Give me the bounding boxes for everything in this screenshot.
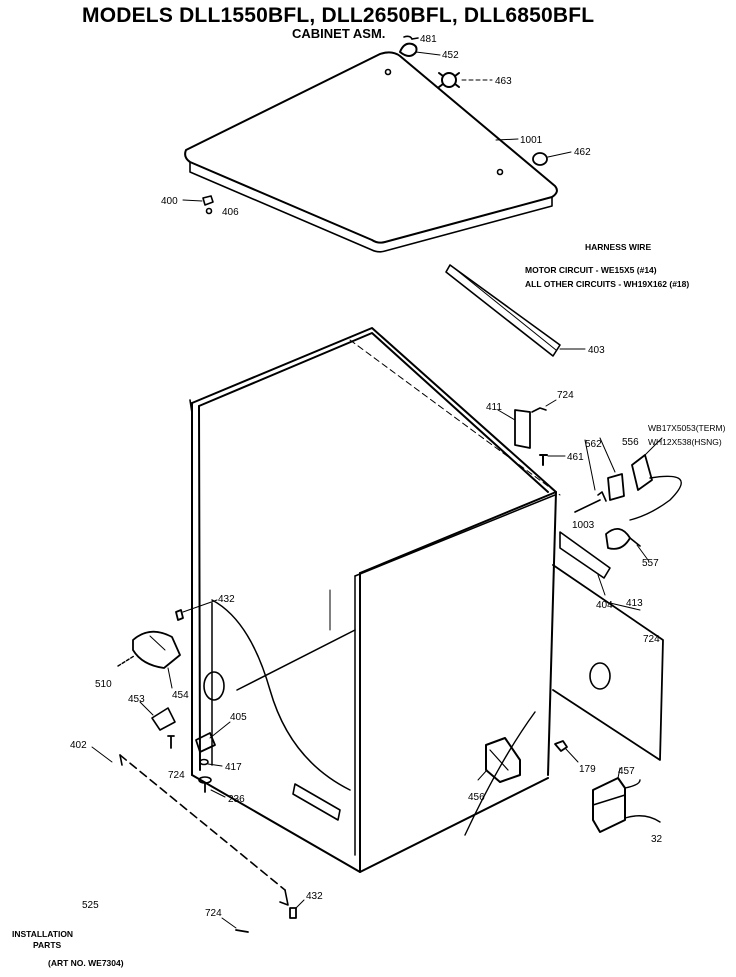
knob-463 xyxy=(438,72,493,88)
screw-724-bottom xyxy=(221,917,249,933)
label-402: 402 xyxy=(70,740,87,751)
label-1001: 1001 xyxy=(520,135,543,146)
bracket-405 xyxy=(195,721,231,753)
leader-1001 xyxy=(495,138,519,141)
screw-510 xyxy=(117,655,135,667)
label-453: 453 xyxy=(128,694,145,705)
label-406: 406 xyxy=(222,207,239,218)
label-724-right: 724 xyxy=(643,634,660,645)
label-403: 403 xyxy=(588,345,605,356)
installation-label: INSTALLATION xyxy=(12,929,74,939)
bracket-404 xyxy=(559,531,611,596)
label-32: 32 xyxy=(651,834,663,845)
label-457: 457 xyxy=(618,766,635,777)
hinge-452 xyxy=(399,42,441,57)
grommet-432-left xyxy=(175,599,218,621)
harness-other-circuits: ALL OTHER CIRCUITS - WH19X162 (#18) xyxy=(525,279,690,289)
plate-411 xyxy=(497,409,531,449)
label-236: 236 xyxy=(228,794,245,805)
label-481: 481 xyxy=(420,34,437,45)
housing-wb17x5053 xyxy=(629,437,682,521)
assembly-subtitle: CABINET ASM. xyxy=(292,26,386,41)
screw-724-top xyxy=(531,399,557,413)
label-510: 510 xyxy=(95,679,112,690)
label-556: 556 xyxy=(622,437,639,448)
screw-724-left xyxy=(167,735,175,749)
label-1003: 1003 xyxy=(572,520,595,531)
label-432-left: 432 xyxy=(218,594,235,605)
label-411: 411 xyxy=(486,402,502,413)
connector-562 xyxy=(574,439,607,513)
harness-motor-circuit: MOTOR CIRCUIT - WE15X5 (#14) xyxy=(525,265,657,275)
label-462: 462 xyxy=(574,147,591,158)
label-557: 557 xyxy=(642,558,659,569)
label-454: 454 xyxy=(172,690,189,701)
label-461: 461 xyxy=(567,452,584,463)
top-panel xyxy=(184,51,558,253)
label-724-bottom: 724 xyxy=(205,908,222,919)
cabinet-inner-panel xyxy=(211,494,556,856)
cabinet-front-slot xyxy=(292,783,341,821)
label-413: 413 xyxy=(626,598,643,609)
latch-453 xyxy=(139,701,176,731)
label-562: 562 xyxy=(585,439,602,450)
harness-heading: HARNESS WIRE xyxy=(585,242,652,252)
cabinet-base-curve xyxy=(464,711,536,836)
screw-461 xyxy=(539,454,566,466)
rear-edge-hidden xyxy=(349,339,561,496)
label-463: 463 xyxy=(495,76,512,87)
screw-400 xyxy=(182,195,214,215)
label-405: 405 xyxy=(230,712,247,723)
art-number: (ART NO. WE7304) xyxy=(48,958,124,968)
label-400: 400 xyxy=(161,196,178,207)
grommet-432-bottom xyxy=(289,899,305,919)
label-179: 179 xyxy=(579,764,596,775)
washer-417 xyxy=(199,758,223,767)
foot-236 xyxy=(198,776,226,798)
label-525: 525 xyxy=(82,900,99,911)
back-panel-hole xyxy=(589,662,611,690)
label-724-left: 724 xyxy=(168,770,185,781)
cabinet-vent-hole xyxy=(203,671,225,701)
label-452: 452 xyxy=(442,50,459,61)
label-724-top: 724 xyxy=(557,390,574,401)
label-404: 404 xyxy=(596,600,613,611)
switch-457 xyxy=(592,767,661,833)
label-432-bottom: 432 xyxy=(306,891,323,902)
installation-parts-label: PARTS xyxy=(33,940,62,950)
cabinet-body xyxy=(191,327,557,873)
clip-179 xyxy=(554,740,579,763)
terminal-block-556 xyxy=(599,437,625,501)
cord-plug-557 xyxy=(605,528,649,561)
page-title: MODELS DLL1550BFL, DLL2650BFL, DLL6850BF… xyxy=(82,4,595,27)
bracket-456 xyxy=(477,737,521,783)
back-panel-413 xyxy=(552,564,664,761)
terminal-part-note: WB17X5053(TERM) xyxy=(648,423,726,433)
plug-462 xyxy=(532,151,572,166)
clip-481 xyxy=(403,35,419,40)
trim-strip-403 xyxy=(445,264,586,357)
base-strip-402 xyxy=(91,746,289,906)
door-hinge-454 xyxy=(132,630,181,689)
part-labels: 481 452 463 1001 462 400 406 403 724 411… xyxy=(70,34,663,919)
label-456: 456 xyxy=(468,792,485,803)
label-417: 417 xyxy=(225,762,242,773)
housing-part-note: WH12X538(HSNG) xyxy=(648,437,722,447)
